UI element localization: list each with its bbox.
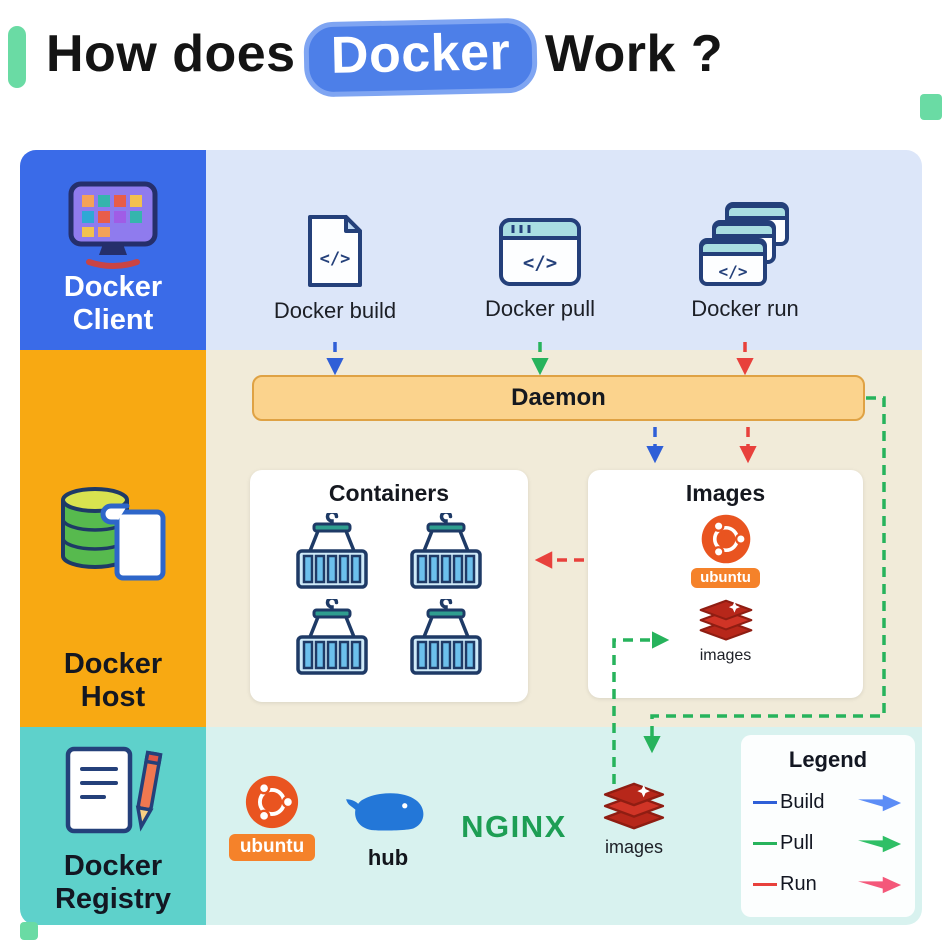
docker-whale-icon <box>346 793 424 831</box>
docker-client-label: Docker Client <box>63 271 163 336</box>
registry-images-item: images <box>596 781 672 858</box>
title-accent-bar <box>8 26 26 88</box>
images-caption: images <box>699 647 752 664</box>
docker-host-label: Docker Host <box>63 648 163 713</box>
title-highlight-docker: Docker <box>302 17 538 98</box>
images-panel: Images ubuntu images <box>588 470 863 698</box>
docker-pull-item: </> Docker pull <box>465 216 615 322</box>
legend-pull-arrow-icon <box>858 835 902 852</box>
registry-hub-item: hub <box>340 789 436 871</box>
container-icon <box>400 513 492 593</box>
docker-registry-cell: Docker Registry <box>20 727 206 925</box>
docker-build-label: Docker build <box>273 298 397 323</box>
registry-ubuntu-item: ubuntu <box>226 773 318 861</box>
containers-panel: Containers <box>250 470 528 702</box>
stacked-windows-icon: </> <box>699 202 789 286</box>
docker-client-row: Docker Client </> Docker build <box>20 150 922 350</box>
docker-pull-label: Docker pull <box>484 296 596 321</box>
docker-run-label: Docker run <box>691 296 799 321</box>
hub-label: hub <box>367 845 409 870</box>
images-caption: images <box>604 837 664 857</box>
ubuntu-logo-icon <box>699 512 753 566</box>
legend-run-arrow-icon <box>858 876 902 893</box>
legend-build-line <box>753 801 777 804</box>
browser-code-icon: </> <box>499 218 581 286</box>
legend-panel: Legend Build Pull Run <box>741 735 915 917</box>
docker-client-cell: Docker Client <box>20 150 206 350</box>
docker-host-row: Docker Host Daemon Containers Images <box>20 350 922 727</box>
monitor-apps-icon <box>68 181 158 269</box>
registry-nginx-item: NGINX <box>446 809 582 845</box>
docker-registry-label: Docker Registry <box>54 850 172 915</box>
ubuntu-banner: ubuntu <box>228 834 316 861</box>
legend-title: Legend <box>788 747 868 772</box>
docker-run-item: </> Docker run <box>670 200 820 322</box>
code-glyph: </> <box>320 249 351 269</box>
docker-registry-row: Docker Registry ubuntu hub <box>20 727 922 925</box>
container-icon <box>286 513 378 593</box>
ubuntu-banner: ubuntu <box>691 568 760 588</box>
docker-registry-band: ubuntu hub NGINX images <box>206 727 922 925</box>
title-prefix: How does <box>46 25 296 83</box>
document-pencil-icon <box>65 746 163 834</box>
accent-square-bottom-left <box>20 922 38 940</box>
database-scroll-icon <box>61 487 166 581</box>
accent-square-top-right <box>920 94 942 120</box>
redis-stack-icon <box>603 781 665 833</box>
redis-stack-icon <box>699 598 753 644</box>
title-suffix: Work ? <box>544 25 724 83</box>
images-title: Images <box>685 480 766 506</box>
container-icon <box>400 599 492 679</box>
legend-row-build: Build <box>753 791 903 814</box>
code-glyph: </> <box>523 252 557 274</box>
legend-row-pull: Pull <box>753 832 903 855</box>
docker-architecture-diagram: Docker Client </> Docker build <box>20 150 922 925</box>
docker-host-cell: Docker Host <box>20 350 206 727</box>
legend-build-arrow-icon <box>858 794 902 811</box>
docker-client-band: </> Docker build </> Docker pull <box>206 150 922 350</box>
legend-row-run: Run <box>753 873 903 896</box>
container-grid <box>250 513 528 679</box>
docker-build-item: </> Docker build <box>260 212 410 324</box>
daemon-bar: Daemon <box>252 375 865 421</box>
code-file-icon: </> <box>308 215 362 287</box>
container-icon <box>286 599 378 679</box>
legend-run-line <box>753 883 777 886</box>
containers-title: Containers <box>328 480 450 506</box>
ubuntu-logo-icon <box>243 773 301 831</box>
legend-pull-label: Pull <box>780 832 814 854</box>
legend-build-label: Build <box>780 791 825 813</box>
code-glyph: </> <box>719 262 748 281</box>
legend-run-label: Run <box>780 873 817 895</box>
nginx-logo-text: NGINX <box>461 809 567 844</box>
docker-host-band: Daemon Containers Images ubuntu ima <box>206 350 922 727</box>
legend-pull-line <box>753 842 777 845</box>
